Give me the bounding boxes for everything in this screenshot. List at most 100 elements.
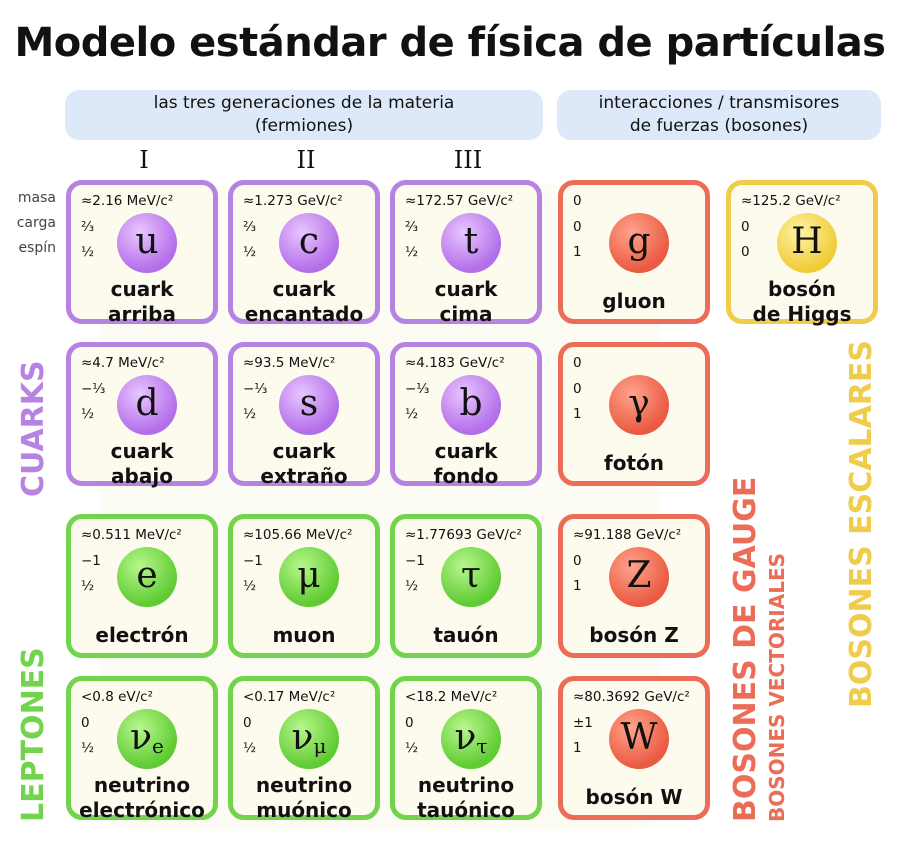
fermions-banner-line2: (fermiones) bbox=[254, 116, 354, 136]
particle-symbol: Z bbox=[609, 547, 669, 607]
particle-card-z: ≈91.188 GeV/c² 0 1 Z bosón Z bbox=[558, 514, 710, 658]
mass-value: ≈93.5 MeV/c² bbox=[243, 355, 336, 371]
particle-name-line2: extraño bbox=[260, 464, 348, 488]
charge-value: −1 bbox=[243, 553, 263, 569]
particle-card-strange: ≈93.5 MeV/c² −⅓ ½ s cuark extraño bbox=[228, 342, 380, 488]
spin-value: ½ bbox=[405, 244, 419, 260]
symbol-main: ν bbox=[130, 717, 153, 758]
mass-value: ≈105.66 MeV/c² bbox=[243, 527, 353, 543]
generation-3-label: III bbox=[453, 146, 483, 174]
spin-value: ½ bbox=[243, 406, 257, 422]
particle-name-line1: cuark bbox=[272, 439, 336, 463]
particle-card-tau: ≈1.77693 GeV/c² −1 ½ τ tauón bbox=[390, 514, 542, 658]
bosons-banner-line1: interacciones / transmisores bbox=[598, 93, 840, 113]
particle-card-muon: ≈105.66 MeV/c² −1 ½ μ muon bbox=[228, 514, 380, 658]
spin-value: 1 bbox=[573, 740, 582, 756]
spin-value: ½ bbox=[243, 578, 257, 594]
particle-symbol: νμ bbox=[279, 709, 339, 769]
particle-name-line1: cuark bbox=[110, 439, 174, 463]
charge-value: ±1 bbox=[573, 715, 593, 731]
particle-name-line1: bosón bbox=[768, 277, 836, 301]
particle-symbol: g bbox=[609, 213, 669, 273]
particle-name-line1: neutrino bbox=[417, 773, 515, 797]
spin-value: ½ bbox=[405, 740, 419, 756]
particle-name-line1: tauón bbox=[433, 623, 499, 647]
charge-value: −⅓ bbox=[243, 381, 268, 397]
particle-card-nu-mu: <0.17 MeV/c² 0 ½ νμ neutrino muónico bbox=[228, 676, 380, 822]
mass-value: <0.17 MeV/c² bbox=[243, 689, 336, 705]
charge-value: 0 bbox=[81, 715, 90, 731]
mass-value: ≈4.183 GeV/c² bbox=[405, 355, 505, 371]
charge-value: 0 bbox=[573, 381, 582, 397]
mass-value: ≈1.77693 GeV/c² bbox=[405, 527, 522, 543]
particle-name-line1: electrón bbox=[95, 623, 189, 647]
charge-value: 0 bbox=[741, 219, 750, 235]
particle-card-nu-tau: <18.2 MeV/c² 0 ½ ντ neutrino tauónico bbox=[390, 676, 542, 822]
charge-value: −⅓ bbox=[81, 381, 106, 397]
charge-value: ⅔ bbox=[81, 219, 95, 235]
particle-card-nu-e: <0.8 eV/c² 0 ½ νe neutrino electrónico bbox=[66, 676, 218, 822]
particle-symbol: c bbox=[279, 213, 339, 273]
particle-card-top: ≈172.57 GeV/c² ⅔ ½ t cuark cima bbox=[390, 180, 542, 326]
particle-symbol: γ bbox=[609, 375, 669, 435]
particle-name-line2: fondo bbox=[433, 464, 499, 488]
bosons-banner-line2: de fuerzas (bosones) bbox=[629, 116, 809, 136]
particle-name-line1: cuark bbox=[434, 277, 498, 301]
symbol-subscript: μ bbox=[313, 734, 327, 758]
particle-name-line2: abajo bbox=[111, 464, 173, 488]
particle-symbol: H bbox=[777, 213, 837, 273]
particle-name-line2: encantado bbox=[244, 302, 364, 326]
particle-card-electron: ≈0.511 MeV/c² −1 ½ e electrón bbox=[66, 514, 218, 658]
particle-name-line2: cima bbox=[439, 302, 493, 326]
spin-value: 1 bbox=[573, 244, 582, 260]
particle-card-higgs: ≈125.2 GeV/c² 0 0 H bosón de Higgs bbox=[726, 180, 878, 326]
symbol-main: ν bbox=[291, 717, 314, 758]
mass-value: ≈80.3692 GeV/c² bbox=[573, 689, 690, 705]
spin-value: ½ bbox=[405, 578, 419, 594]
charge-value: 0 bbox=[573, 553, 582, 569]
charge-value: 0 bbox=[405, 715, 414, 731]
scalar-bosons-label: BOSONES ESCALARES bbox=[844, 340, 879, 708]
particle-symbol: u bbox=[117, 213, 177, 273]
mass-value: ≈91.188 GeV/c² bbox=[573, 527, 682, 543]
charge-value: 0 bbox=[573, 219, 582, 235]
charge-value: 0 bbox=[243, 715, 252, 731]
particle-name-line2: arriba bbox=[108, 302, 176, 326]
symbol-subscript: τ bbox=[476, 734, 488, 758]
particle-card-charm: ≈1.273 GeV/c² ⅔ ½ c cuark encantado bbox=[228, 180, 380, 326]
vector-bosons-label: BOSONES VECTORIALES bbox=[765, 552, 789, 822]
particle-card-up: ≈2.16 MeV/c² ⅔ ½ u cuark arriba bbox=[66, 180, 218, 326]
particle-symbol: νe bbox=[117, 709, 177, 769]
page-title: Modelo estándar de física de partículas bbox=[14, 20, 887, 66]
particle-card-gluon: 0 0 1 g gluon bbox=[558, 180, 710, 324]
spin-value: ½ bbox=[405, 406, 419, 422]
mass-value: ≈2.16 MeV/c² bbox=[81, 193, 174, 209]
mass-value: ≈172.57 GeV/c² bbox=[405, 193, 514, 209]
charge-value: ⅔ bbox=[243, 219, 257, 235]
charge-value: −1 bbox=[81, 553, 101, 569]
particle-name-line1: cuark bbox=[434, 439, 498, 463]
mass-value: ≈1.273 GeV/c² bbox=[243, 193, 343, 209]
spin-value: 1 bbox=[573, 406, 582, 422]
particle-name-line1: bosón W bbox=[585, 785, 683, 809]
particle-name-line2: de Higgs bbox=[752, 302, 852, 326]
gauge-bosons-label: BOSONES DE GAUGE bbox=[728, 476, 763, 822]
mass-value: ≈4.7 MeV/c² bbox=[81, 355, 165, 371]
particle-symbol: d bbox=[117, 375, 177, 435]
particle-name-line1: fotón bbox=[604, 451, 664, 475]
particle-card-bottom: ≈4.183 GeV/c² −⅓ ½ b cuark fondo bbox=[390, 342, 542, 488]
particle-symbol: μ bbox=[279, 547, 339, 607]
row-label-charge: carga bbox=[16, 215, 56, 231]
fermions-banner-line1: las tres generaciones de la materia bbox=[153, 93, 455, 113]
particle-symbol: ντ bbox=[441, 709, 501, 769]
particle-name-line2: muónico bbox=[256, 798, 352, 822]
particle-name-line1: gluon bbox=[602, 289, 666, 313]
spin-value: ½ bbox=[243, 740, 257, 756]
mass-value: ≈0.511 MeV/c² bbox=[81, 527, 182, 543]
fermions-banner: las tres generaciones de la materia (fer… bbox=[65, 90, 543, 140]
symbol-main: ν bbox=[454, 717, 477, 758]
spin-value: 0 bbox=[741, 244, 750, 260]
charge-value: ⅔ bbox=[405, 219, 419, 235]
leptons-group-label: LEPTONES bbox=[16, 647, 51, 822]
particle-symbol: s bbox=[279, 375, 339, 435]
